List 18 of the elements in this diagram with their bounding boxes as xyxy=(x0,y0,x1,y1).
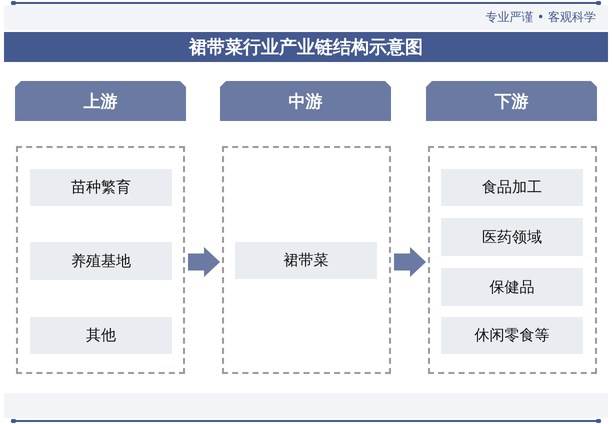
item-box: 休闲零食等 xyxy=(441,317,583,354)
stage-header: 上游 xyxy=(15,81,186,121)
stage-header: 中游 xyxy=(220,81,391,121)
item-box: 其他 xyxy=(30,317,172,354)
dashed-box xyxy=(428,146,597,374)
dashed-box xyxy=(16,146,185,374)
arrow xyxy=(188,247,220,277)
arrow xyxy=(394,247,426,277)
item-box: 食品加工 xyxy=(441,169,583,206)
dashed-box xyxy=(222,146,391,374)
item-box: 苗种繁育 xyxy=(30,169,172,206)
item-box: 裙带菜 xyxy=(235,242,377,279)
item-box: 养殖基地 xyxy=(30,242,172,280)
item-box: 保健品 xyxy=(441,268,583,306)
title-banner: 裙带菜行业产业链结构示意图 xyxy=(4,32,608,62)
slogan-text: 专业严谨 • 客观科学 xyxy=(485,10,596,25)
item-box: 医药领域 xyxy=(441,218,583,256)
stage-header: 下游 xyxy=(426,81,597,121)
